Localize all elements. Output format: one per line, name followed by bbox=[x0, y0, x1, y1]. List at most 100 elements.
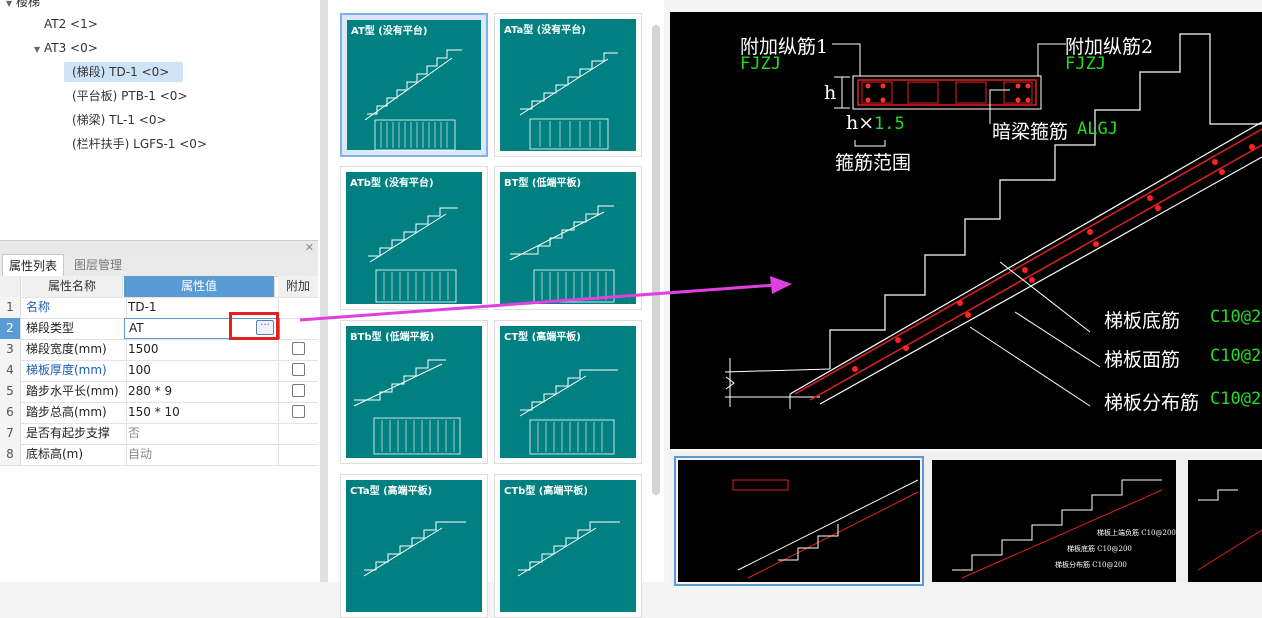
extra-checkbox[interactable] bbox=[291, 384, 305, 397]
stair-diagram: CTa型 (高端平板) bbox=[346, 480, 482, 612]
column-header-extra: 附加 bbox=[278, 276, 318, 297]
collapse-arrow-icon[interactable]: ▼ bbox=[34, 45, 41, 54]
cad-code-hidden-beam: ALGJ bbox=[1077, 119, 1118, 139]
tab-properties[interactable]: 属性列表 bbox=[2, 254, 65, 278]
property-value[interactable]: 自动 bbox=[124, 444, 279, 465]
table-row[interactable]: 8 底标高(m) 自动 bbox=[0, 444, 318, 466]
cad-thumb-icon bbox=[952, 479, 1163, 579]
stair-type-cta[interactable]: CTa型 (高端平板) bbox=[340, 474, 488, 618]
property-name: 底标高(m) bbox=[22, 444, 127, 465]
tree-item-tl1[interactable]: (梯梁) TL-1 <0> bbox=[72, 110, 167, 130]
grid-header-row: 属性名称 属性值 附加 bbox=[0, 276, 318, 298]
stair-type-ctb[interactable]: CTb型 (高端平板) bbox=[494, 474, 642, 618]
stair-type-gallery: AT型 (没有平台) ATa型 (没有平台) ATb型 (没有平台) bbox=[328, 0, 664, 618]
preview-thumb-1[interactable] bbox=[674, 456, 924, 586]
component-tree: ▼楼梯 AT2 <1> ▼AT3 <0> (梯段) TD-1 <0> (平台板)… bbox=[0, 0, 318, 236]
cad-drawing bbox=[724, 33, 1262, 409]
cad-preview: 附加纵筋1 FJZJ 附加纵筋2 FJZJ h h× 1.5 箍筋范围 暗梁箍筋… bbox=[670, 12, 1262, 449]
preview-label: 梯板分布筋 C10@200 bbox=[1055, 561, 1127, 569]
stair-type-ata[interactable]: ATa型 (没有平台) bbox=[494, 13, 642, 157]
cad-label-stirrup-range: 箍筋范围 bbox=[835, 152, 912, 174]
table-row[interactable]: 5 踏步水平长(mm) 280 * 9 bbox=[0, 381, 318, 403]
extra-cell bbox=[278, 297, 318, 318]
row-number: 8 bbox=[0, 444, 21, 465]
property-name: 梯段类型 bbox=[22, 318, 127, 339]
table-row[interactable]: 7 是否有起步支撑 否 bbox=[0, 423, 318, 445]
extra-cell bbox=[278, 318, 318, 339]
stair-sketch-icon bbox=[519, 52, 618, 150]
row-number: 4 bbox=[0, 360, 21, 381]
stair-type-label: BT型 (低端平板) bbox=[504, 178, 582, 189]
row-number: 7 bbox=[0, 423, 21, 444]
table-row[interactable]: 2 梯段类型 AT bbox=[0, 318, 318, 340]
preview-thumb-2[interactable]: 梯板上端负筋 C10@200 梯板底筋 C10@200 梯板分布筋 C10@20… bbox=[932, 460, 1176, 582]
stair-sketch-icon bbox=[363, 521, 466, 577]
stair-diagram: AT型 (没有平台) bbox=[347, 20, 481, 151]
property-name: 名称 bbox=[22, 297, 127, 318]
tree-item-label: AT3 <0> bbox=[44, 41, 98, 55]
stair-type-btb[interactable]: BTb型 (低端平板) bbox=[340, 320, 488, 464]
cad-code-fjzj2: FJZJ bbox=[1065, 54, 1106, 74]
cad-thumb-icon bbox=[1197, 489, 1262, 571]
panel-splitter[interactable] bbox=[320, 0, 328, 582]
stair-type-ct[interactable]: CT型 (高端平板) bbox=[494, 320, 642, 464]
stair-type-atb[interactable]: ATb型 (没有平台) bbox=[340, 166, 488, 310]
stair-diagram: CTb型 (高端平板) bbox=[500, 480, 636, 612]
preview-thumbnail-strip: 梯板上端负筋 C10@200 梯板底筋 C10@200 梯板分布筋 C10@20… bbox=[670, 452, 1262, 586]
row-number: 1 bbox=[0, 297, 21, 318]
cad-label-top-bar: 梯板面筋 bbox=[1104, 349, 1181, 371]
tree-item-td1[interactable]: (梯段) TD-1 <0> bbox=[64, 62, 184, 82]
property-value[interactable]: 否 bbox=[124, 423, 279, 444]
column-header-name: 属性名称 bbox=[22, 276, 123, 297]
row-number-header bbox=[0, 276, 21, 297]
property-panel-header: ✕ bbox=[0, 240, 318, 255]
stair-type-label: ATb型 (没有平台) bbox=[350, 178, 434, 189]
stair-type-label: CTb型 (高端平板) bbox=[504, 486, 588, 497]
property-value[interactable]: 100 bbox=[124, 360, 279, 381]
collapse-arrow-icon[interactable]: ▼ bbox=[6, 0, 13, 8]
tree-item-lgfs1[interactable]: (栏杆扶手) LGFS-1 <0> bbox=[72, 134, 207, 154]
property-value[interactable]: TD-1 bbox=[124, 297, 279, 318]
close-icon[interactable]: ✕ bbox=[304, 241, 314, 254]
tree-root-label: 楼梯 bbox=[16, 0, 41, 9]
property-value[interactable]: 280 * 9 bbox=[124, 381, 279, 402]
tree-item-label: AT2 <1> bbox=[44, 17, 98, 31]
stair-type-bt[interactable]: BT型 (低端平板) bbox=[494, 166, 642, 310]
tree-item-at2[interactable]: AT2 <1> bbox=[44, 14, 98, 34]
stair-diagram: BTb型 (低端平板) bbox=[346, 326, 482, 458]
tab-layers[interactable]: 图层管理 bbox=[68, 254, 128, 276]
gallery-scrollbar[interactable] bbox=[652, 25, 660, 495]
highlight-callout-box bbox=[229, 312, 279, 340]
property-value-input[interactable]: AT bbox=[124, 318, 280, 339]
stair-sketch-icon bbox=[517, 521, 620, 577]
tree-root[interactable]: ▼楼梯 bbox=[6, 0, 40, 12]
stair-type-label: CT型 (高端平板) bbox=[504, 332, 581, 343]
tree-item-ptb1[interactable]: (平台板) PTB-1 <0> bbox=[72, 86, 188, 106]
property-tabs: 属性列表 图层管理 bbox=[0, 254, 318, 278]
table-row[interactable]: 6 踏步总高(mm) 150 * 10 bbox=[0, 402, 318, 424]
row-number: 3 bbox=[0, 339, 21, 360]
stair-diagram: ATb型 (没有平台) bbox=[346, 172, 482, 304]
table-row[interactable]: 3 梯段宽度(mm) 1500 bbox=[0, 339, 318, 361]
extra-checkbox[interactable] bbox=[291, 405, 305, 418]
property-value[interactable]: 150 * 10 bbox=[124, 402, 279, 423]
tree-item-at3[interactable]: ▼AT3 <0> bbox=[34, 38, 98, 58]
row-number: 6 bbox=[0, 402, 21, 423]
stair-type-at[interactable]: AT型 (没有平台) bbox=[340, 13, 488, 157]
preview-thumb-3[interactable] bbox=[1188, 460, 1262, 582]
property-name: 梯板厚度(mm) bbox=[22, 360, 127, 381]
stair-sketch-icon bbox=[353, 359, 461, 455]
cad-dim-factor: 1.5 bbox=[874, 114, 905, 134]
tab-label: 图层管理 bbox=[74, 258, 123, 272]
extra-checkbox[interactable] bbox=[291, 342, 305, 355]
property-value[interactable]: 1500 bbox=[124, 339, 279, 360]
cad-value-dist-bar: C10@20 bbox=[1210, 389, 1262, 409]
column-header-value: 属性值 bbox=[124, 276, 275, 297]
extra-checkbox[interactable] bbox=[291, 363, 305, 376]
stair-sketch-icon bbox=[364, 49, 462, 151]
stair-type-label: CTa型 (高端平板) bbox=[350, 486, 433, 497]
ellipsis-button[interactable]: ··· bbox=[256, 320, 274, 335]
tree-item-label: (栏杆扶手) LGFS-1 <0> bbox=[72, 137, 207, 151]
table-row[interactable]: 4 梯板厚度(mm) 100 bbox=[0, 360, 318, 382]
stair-sketch-icon bbox=[509, 205, 615, 303]
